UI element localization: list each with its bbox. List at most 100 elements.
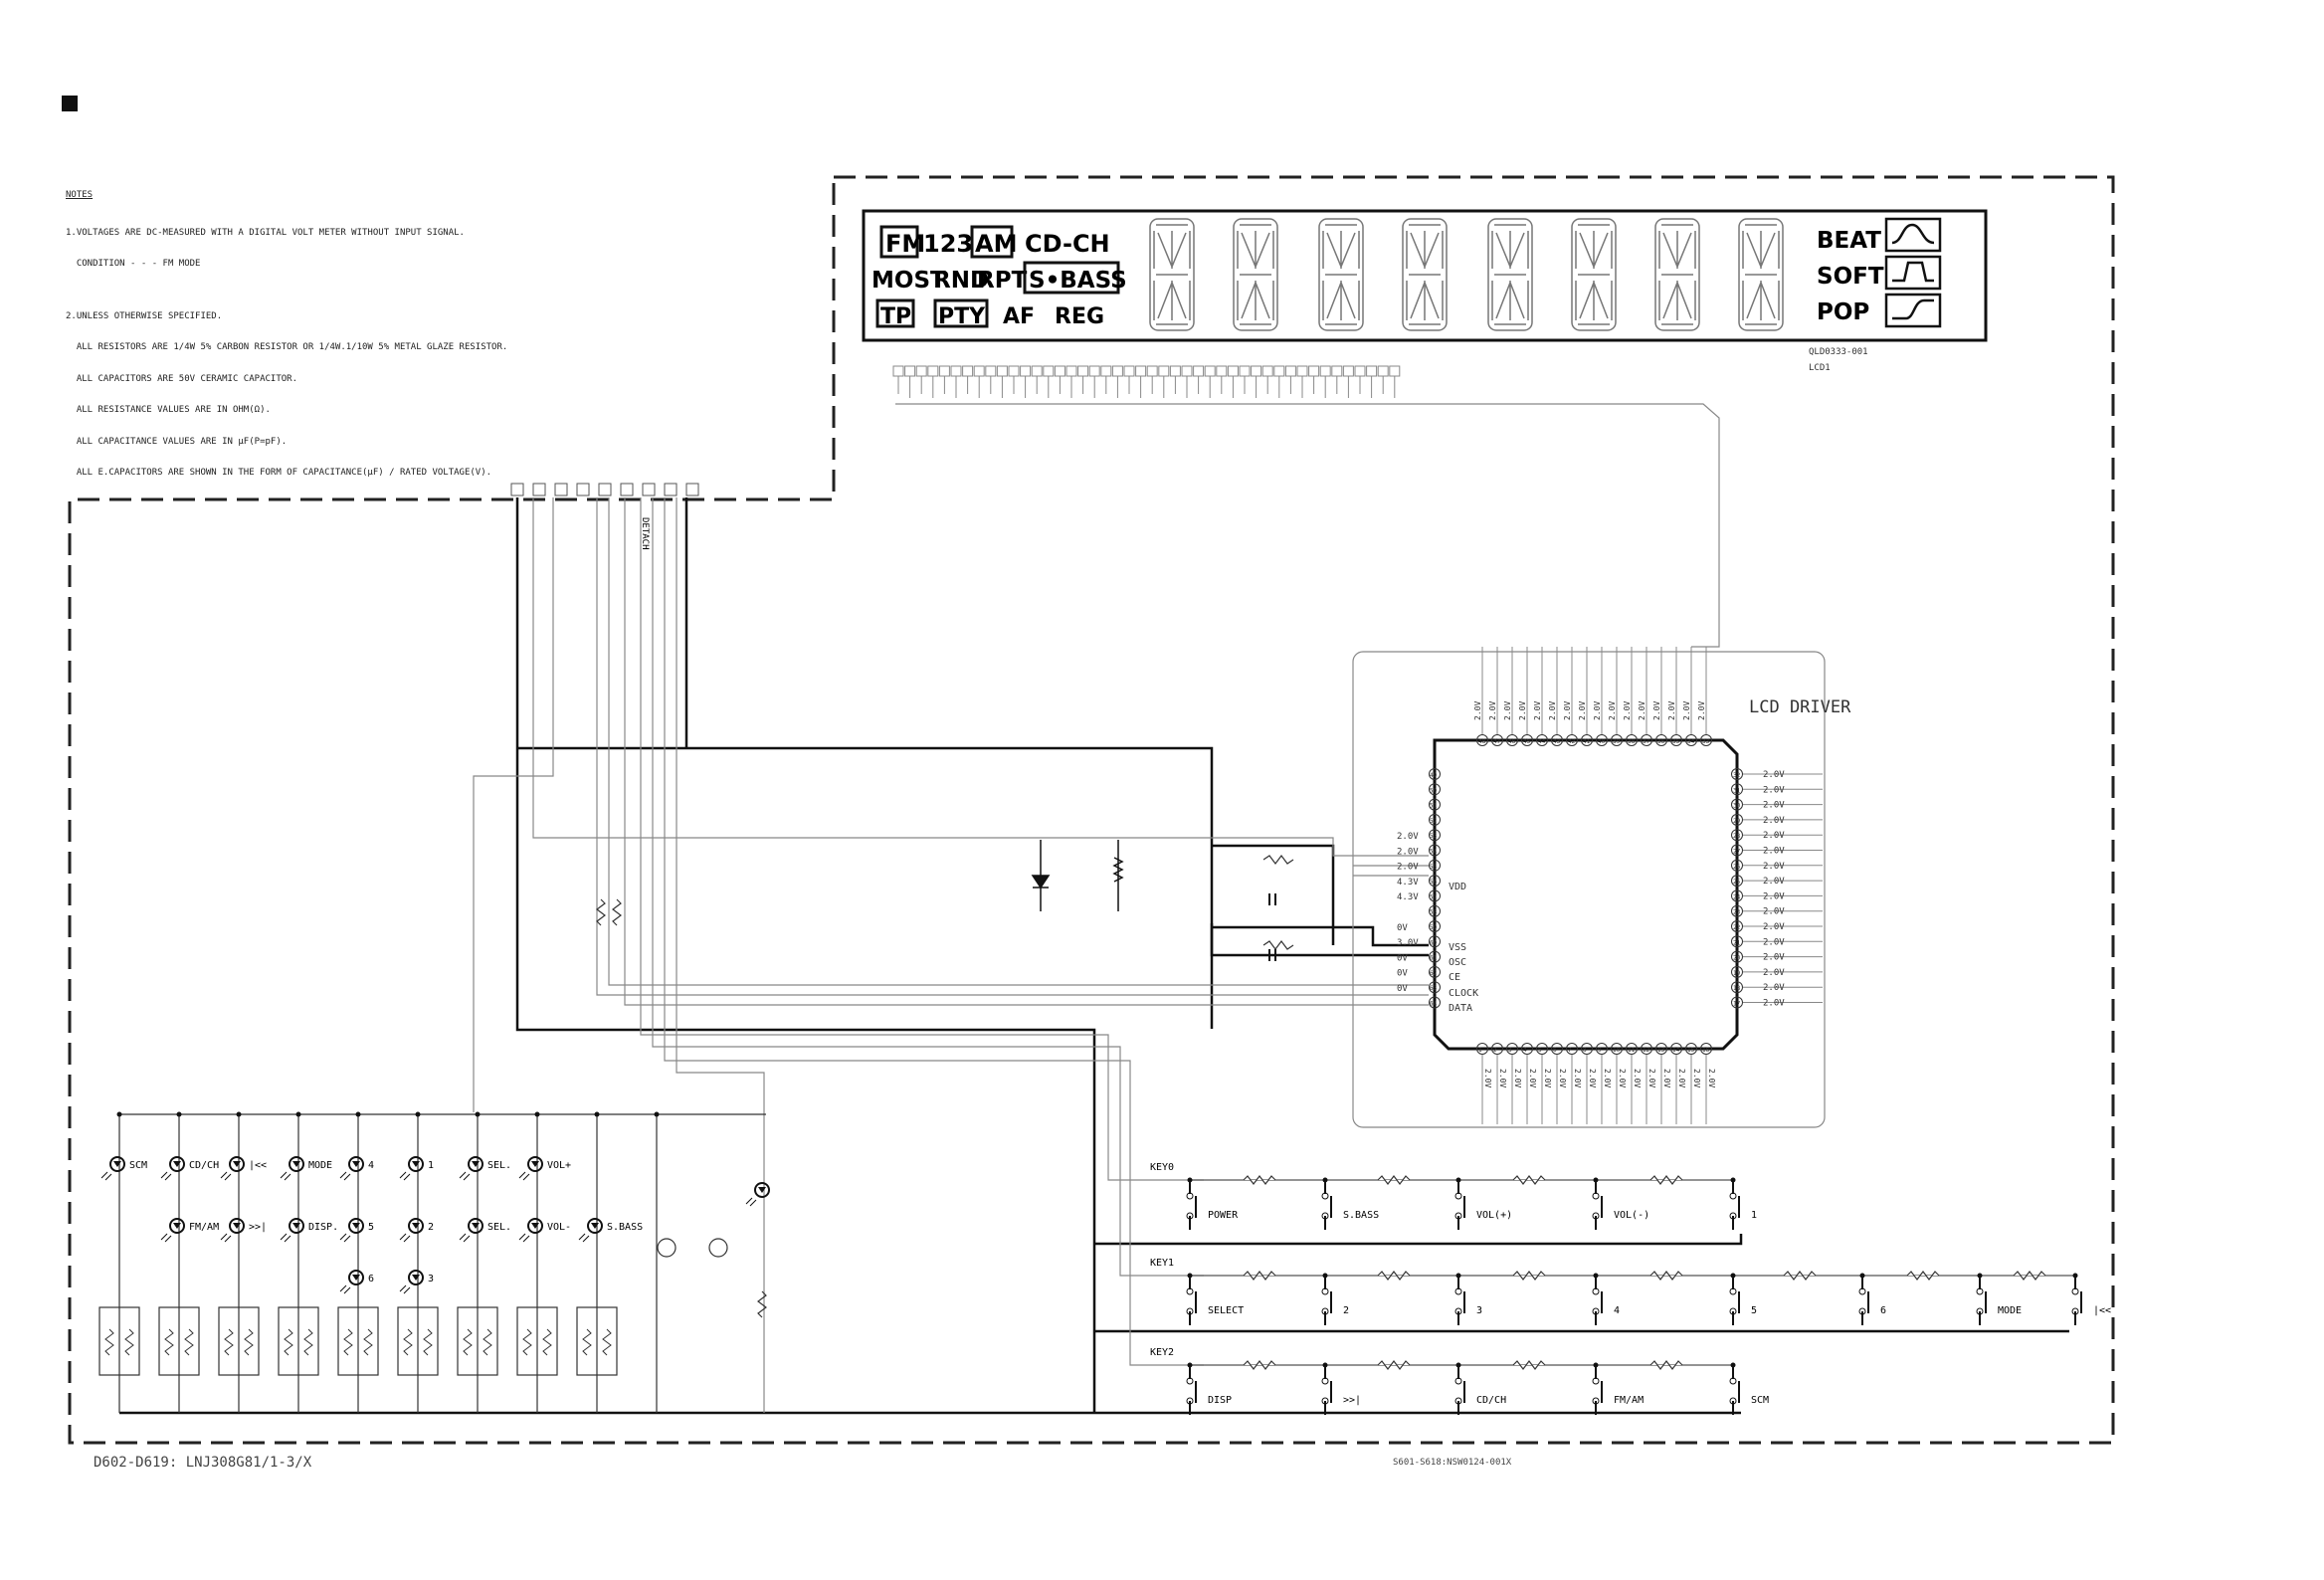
push-switch-icon: VOL(-) — [1592, 1175, 1683, 1230]
switch-label: 3 — [1476, 1305, 1482, 1316]
segment-digits — [1149, 218, 1784, 331]
lcd-pin — [938, 365, 950, 377]
driver-pin-number: 54 — [1430, 849, 1438, 856]
lcd-pin — [1077, 365, 1089, 377]
capacitor-icon — [1268, 893, 1276, 961]
segment-digit — [1654, 218, 1700, 331]
driver-signal-label: VSS — [1449, 942, 1466, 953]
push-switch-icon: 6 — [1858, 1271, 1940, 1325]
driver-pin — [1429, 950, 1441, 963]
driver-pin — [1551, 734, 1563, 746]
driver-pin-number: 35 — [1672, 738, 1680, 745]
lcd-pin — [1251, 365, 1262, 377]
led-label: DISP. — [308, 1222, 338, 1233]
driver-pin-voltage: 2.0V — [1763, 831, 1785, 841]
switch-label: 4 — [1614, 1305, 1620, 1316]
lcd-sbass: S•BASS — [1029, 268, 1127, 294]
jumper-icon — [708, 1238, 728, 1258]
driver-pin — [1506, 1043, 1518, 1055]
driver-pin — [1626, 734, 1638, 746]
section-marker — [62, 96, 78, 111]
driver-pin-number: 16 — [1702, 1047, 1710, 1054]
driver-pin-voltage: 2.0V — [1528, 1069, 1537, 1087]
lcd-pin — [1054, 365, 1065, 377]
driver-pin — [1655, 734, 1667, 746]
resistor-pair — [397, 1306, 439, 1376]
signal-wiring — [473, 497, 1429, 1413]
driver-pin — [1685, 734, 1697, 746]
driver-pin-number: 33 — [1702, 738, 1710, 745]
switch-label: CD/CH — [1476, 1395, 1506, 1406]
driver-pin — [1731, 768, 1743, 780]
driver-pin-number: 18 — [1733, 985, 1741, 992]
segment-digit — [1233, 218, 1278, 331]
driver-pin-number: 38 — [1628, 738, 1636, 745]
lcd-af: AF — [1003, 304, 1035, 329]
push-switch-icon: |<< — [2071, 1273, 2111, 1325]
led-label: 6 — [368, 1274, 374, 1284]
driver-pin-number: 41 — [1583, 738, 1591, 745]
lcd-pin — [1284, 365, 1296, 377]
driver-pin-number: 30 — [1733, 803, 1741, 810]
driver-pin-voltage: 2.0V — [1763, 785, 1785, 795]
notes-line: ALL RESISTORS ARE 1/4W 5% CARBON RESISTO… — [66, 342, 508, 352]
lcd-pin — [1331, 365, 1343, 377]
driver-pin-voltage: 2.0V — [1763, 877, 1785, 887]
driver-pin — [1685, 1043, 1697, 1055]
led-icon: 5 — [339, 1218, 374, 1243]
driver-pin-voltage: 2.0V — [1763, 968, 1785, 978]
driver-signal-label: CLOCK — [1449, 988, 1478, 999]
segment-digit — [1571, 218, 1617, 331]
lcd-pin — [1389, 365, 1401, 377]
driver-pin — [1476, 734, 1488, 746]
driver-pin-number: 28 — [1733, 833, 1741, 840]
resistor-pair — [516, 1306, 558, 1376]
driver-pin-voltage: 2.0V — [1397, 847, 1419, 857]
driver-pin-voltage: 2.0V — [1513, 1069, 1522, 1087]
driver-pin-voltage: 2.0V — [1763, 891, 1785, 901]
driver-pin-number: 39 — [1613, 738, 1621, 745]
resistor-pair — [576, 1306, 618, 1376]
push-switch-icon: VOL(+) — [1454, 1175, 1546, 1230]
lcd-123: 123 — [923, 230, 973, 258]
led-icon: DISP. — [280, 1218, 338, 1243]
led-label: CD/CH — [189, 1160, 219, 1171]
led-icon: >>| — [220, 1218, 267, 1243]
driver-pin-number: 44 — [1538, 738, 1546, 745]
led-label: SCM — [129, 1160, 147, 1171]
lcd-rpt: RPT — [977, 268, 1028, 294]
driver-pin-voltage: 2.0V — [1397, 832, 1419, 842]
driver-pin-number: 23 — [1733, 909, 1741, 916]
driver-pin-voltage: 2.0V — [1763, 816, 1785, 826]
lcd-bus-trace — [895, 403, 1720, 648]
resistor-icon — [596, 855, 1294, 1318]
led-icon: VOL- — [518, 1218, 571, 1243]
lcd-pin — [1227, 365, 1239, 377]
notes-line: ALL CAPACITORS ARE 50V CERAMIC CAPACITOR… — [66, 373, 297, 384]
driver-signal-label: CE — [1449, 972, 1460, 983]
resistor-pair — [337, 1306, 379, 1376]
driver-pin-number: 40 — [1598, 738, 1606, 745]
driver-pin — [1521, 734, 1533, 746]
connector-pin — [576, 483, 590, 496]
driver-pin — [1611, 1043, 1623, 1055]
driver-pin-number: 4 — [1523, 1047, 1527, 1054]
led-icon: S.BASS — [578, 1218, 643, 1243]
driver-pin-number: 59 — [1430, 924, 1438, 931]
lcd-pin — [1319, 365, 1331, 377]
driver-pin-number: 52 — [1430, 818, 1438, 825]
driver-pin-voltage: 2.0V — [1638, 701, 1646, 720]
driver-pin-number: 45 — [1523, 738, 1531, 745]
driver-pin-number: 9 — [1598, 1047, 1602, 1054]
driver-pin-number: 53 — [1430, 833, 1438, 840]
lcd-pin — [962, 365, 974, 377]
push-switch-icon: FM/AM — [1592, 1360, 1683, 1415]
lcd-rnd: RND — [933, 268, 989, 294]
driver-pin-voltage: 2.0V — [1593, 701, 1602, 720]
board-outline — [68, 175, 2115, 1445]
driver-pin — [1566, 734, 1578, 746]
driver-pin — [1670, 734, 1682, 746]
lcd-pin — [1366, 365, 1378, 377]
resistor-pair — [218, 1306, 260, 1376]
